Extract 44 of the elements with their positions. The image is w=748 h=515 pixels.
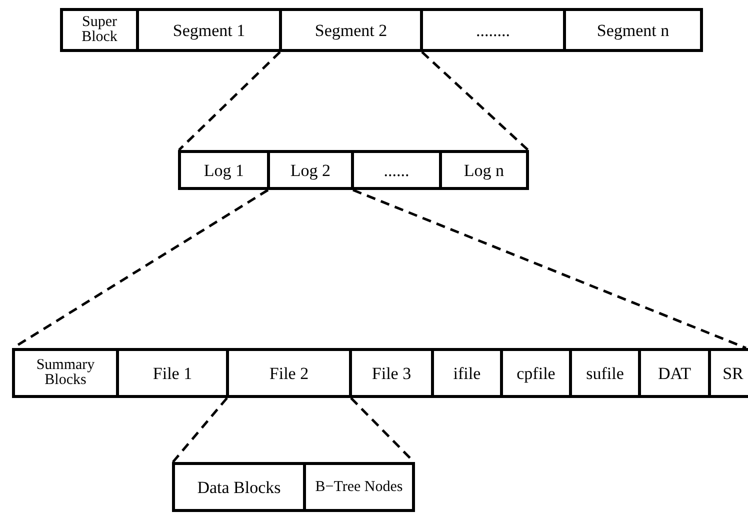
memory-block-cell (500, 348, 572, 398)
memory-block-cell (349, 348, 434, 398)
memory-block-cell (431, 348, 503, 398)
expansion-line (178, 51, 281, 151)
expansion-line (352, 188, 746, 350)
memory-block-cell (267, 150, 354, 190)
memory-block-cell (351, 150, 442, 190)
cell-label: File 2 (269, 364, 309, 382)
memory-block-cell (563, 8, 703, 52)
cell-label: Super Block (80, 15, 118, 45)
cell-label: B−Tree Nodes (315, 480, 403, 494)
cell-label: Summary Blocks (35, 358, 96, 388)
memory-block-cell (638, 348, 711, 398)
memory-block-cell (569, 348, 641, 398)
cell-label: Log 2 (290, 162, 331, 178)
cell-label: Log n (464, 162, 504, 178)
expansion-line (421, 51, 529, 151)
cell-label: ifile (453, 364, 481, 382)
cell-label: SR (722, 364, 744, 382)
cell-label: ...... (384, 162, 410, 178)
cell-label: Segment n (596, 22, 670, 38)
cell-label: ........ (476, 22, 510, 38)
cell-label: Segment 1 (172, 22, 246, 38)
memory-block-cell (708, 348, 748, 398)
memory-block-cell (226, 348, 352, 398)
memory-block-cell (116, 348, 229, 398)
expansion-line (172, 397, 228, 463)
cell-label: Data Blocks (197, 478, 281, 496)
memory-block-cell (60, 8, 139, 52)
cell-label: DAT (658, 364, 692, 382)
memory-block-cell (439, 150, 529, 190)
memory-block-cell (12, 348, 119, 398)
cell-label: Segment 2 (314, 22, 388, 38)
memory-block-cell (420, 8, 566, 52)
cell-label: cpfile (516, 364, 556, 382)
cell-label: sufile (586, 364, 624, 382)
memory-block-cell (279, 8, 423, 52)
cell-label: File 3 (372, 364, 412, 382)
memory-block-cell (178, 150, 270, 190)
cell-label: File 1 (152, 364, 192, 382)
memory-block-cell (172, 462, 306, 512)
memory-block-cell (303, 462, 415, 512)
memory-block-cell (136, 8, 282, 52)
cell-label: Log 1 (204, 162, 244, 178)
